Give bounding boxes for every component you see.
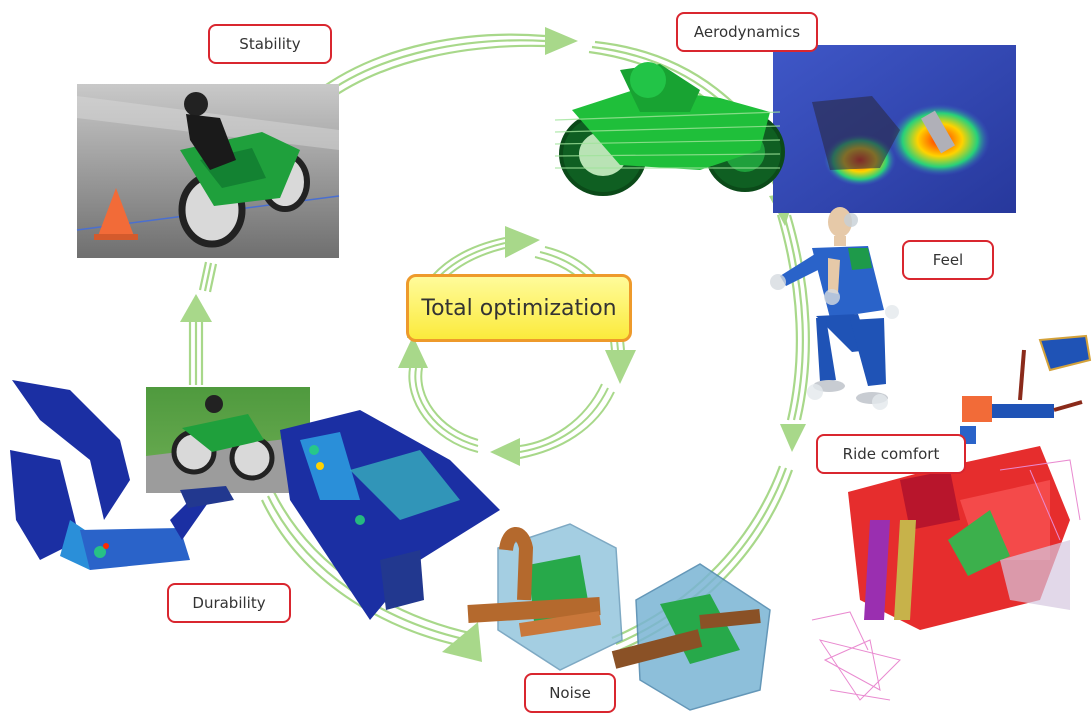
noise-image [467, 523, 771, 711]
stability-label: Stability [208, 24, 332, 64]
noise-label: Noise [524, 673, 616, 713]
aerodynamics-image [554, 45, 1016, 213]
feel-image [770, 207, 899, 410]
ride-comfort-label: Ride comfort [816, 434, 966, 474]
durability-label: Durability [167, 583, 291, 623]
inner-cycle-arrowheads [398, 226, 636, 466]
feel-label: Feel [902, 240, 994, 280]
total-optimization-label: Total optimization [406, 274, 632, 342]
ride-comfort-image [811, 334, 1092, 701]
durability-image [10, 380, 500, 620]
stability-image [76, 84, 340, 258]
inner-cycle-arrows [407, 237, 625, 459]
aerodynamics-label: Aerodynamics [676, 12, 818, 52]
